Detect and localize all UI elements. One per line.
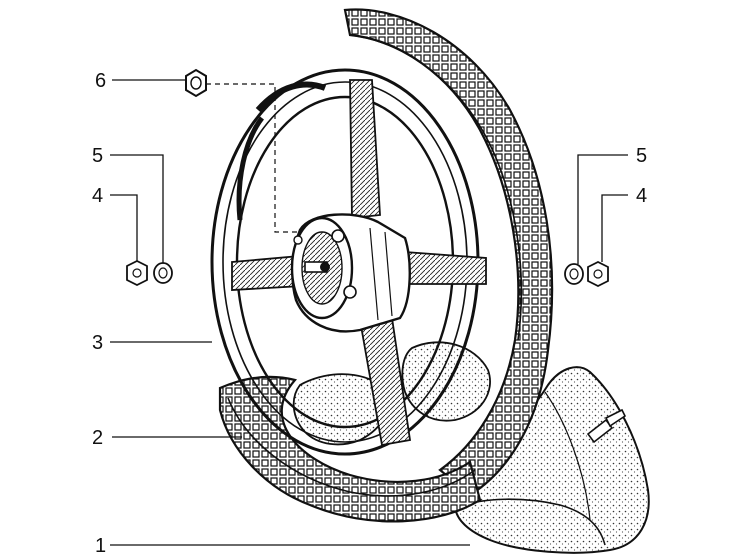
nut-4-left xyxy=(126,259,148,287)
callout-3: 3 xyxy=(92,332,103,354)
leader-4-left xyxy=(110,194,138,262)
washer-5-left xyxy=(153,262,173,284)
tyre xyxy=(218,8,554,523)
callout-4-left: 4 xyxy=(92,185,103,207)
hub-nut-6 xyxy=(185,68,300,233)
callout-5-right: 5 xyxy=(636,145,647,167)
callout-5-left: 5 xyxy=(92,145,103,167)
wheel-hub xyxy=(290,213,411,333)
leader-5-right xyxy=(577,154,628,264)
callout-labels: 1 2 3 4 5 6 5 4 xyxy=(92,70,647,557)
callout-6: 6 xyxy=(95,70,106,92)
valve-stem xyxy=(586,408,627,444)
washer-5-right xyxy=(564,263,584,285)
callout-1: 1 xyxy=(95,535,106,557)
wheel-spokes xyxy=(231,79,487,447)
callout-2: 2 xyxy=(92,427,103,449)
leader-4-right xyxy=(601,194,628,262)
leader-5-left xyxy=(110,154,164,263)
callout-4-right: 4 xyxy=(636,185,647,207)
nut-4-right xyxy=(587,260,609,288)
inner-tube xyxy=(292,341,650,554)
leader-lines xyxy=(110,79,628,546)
